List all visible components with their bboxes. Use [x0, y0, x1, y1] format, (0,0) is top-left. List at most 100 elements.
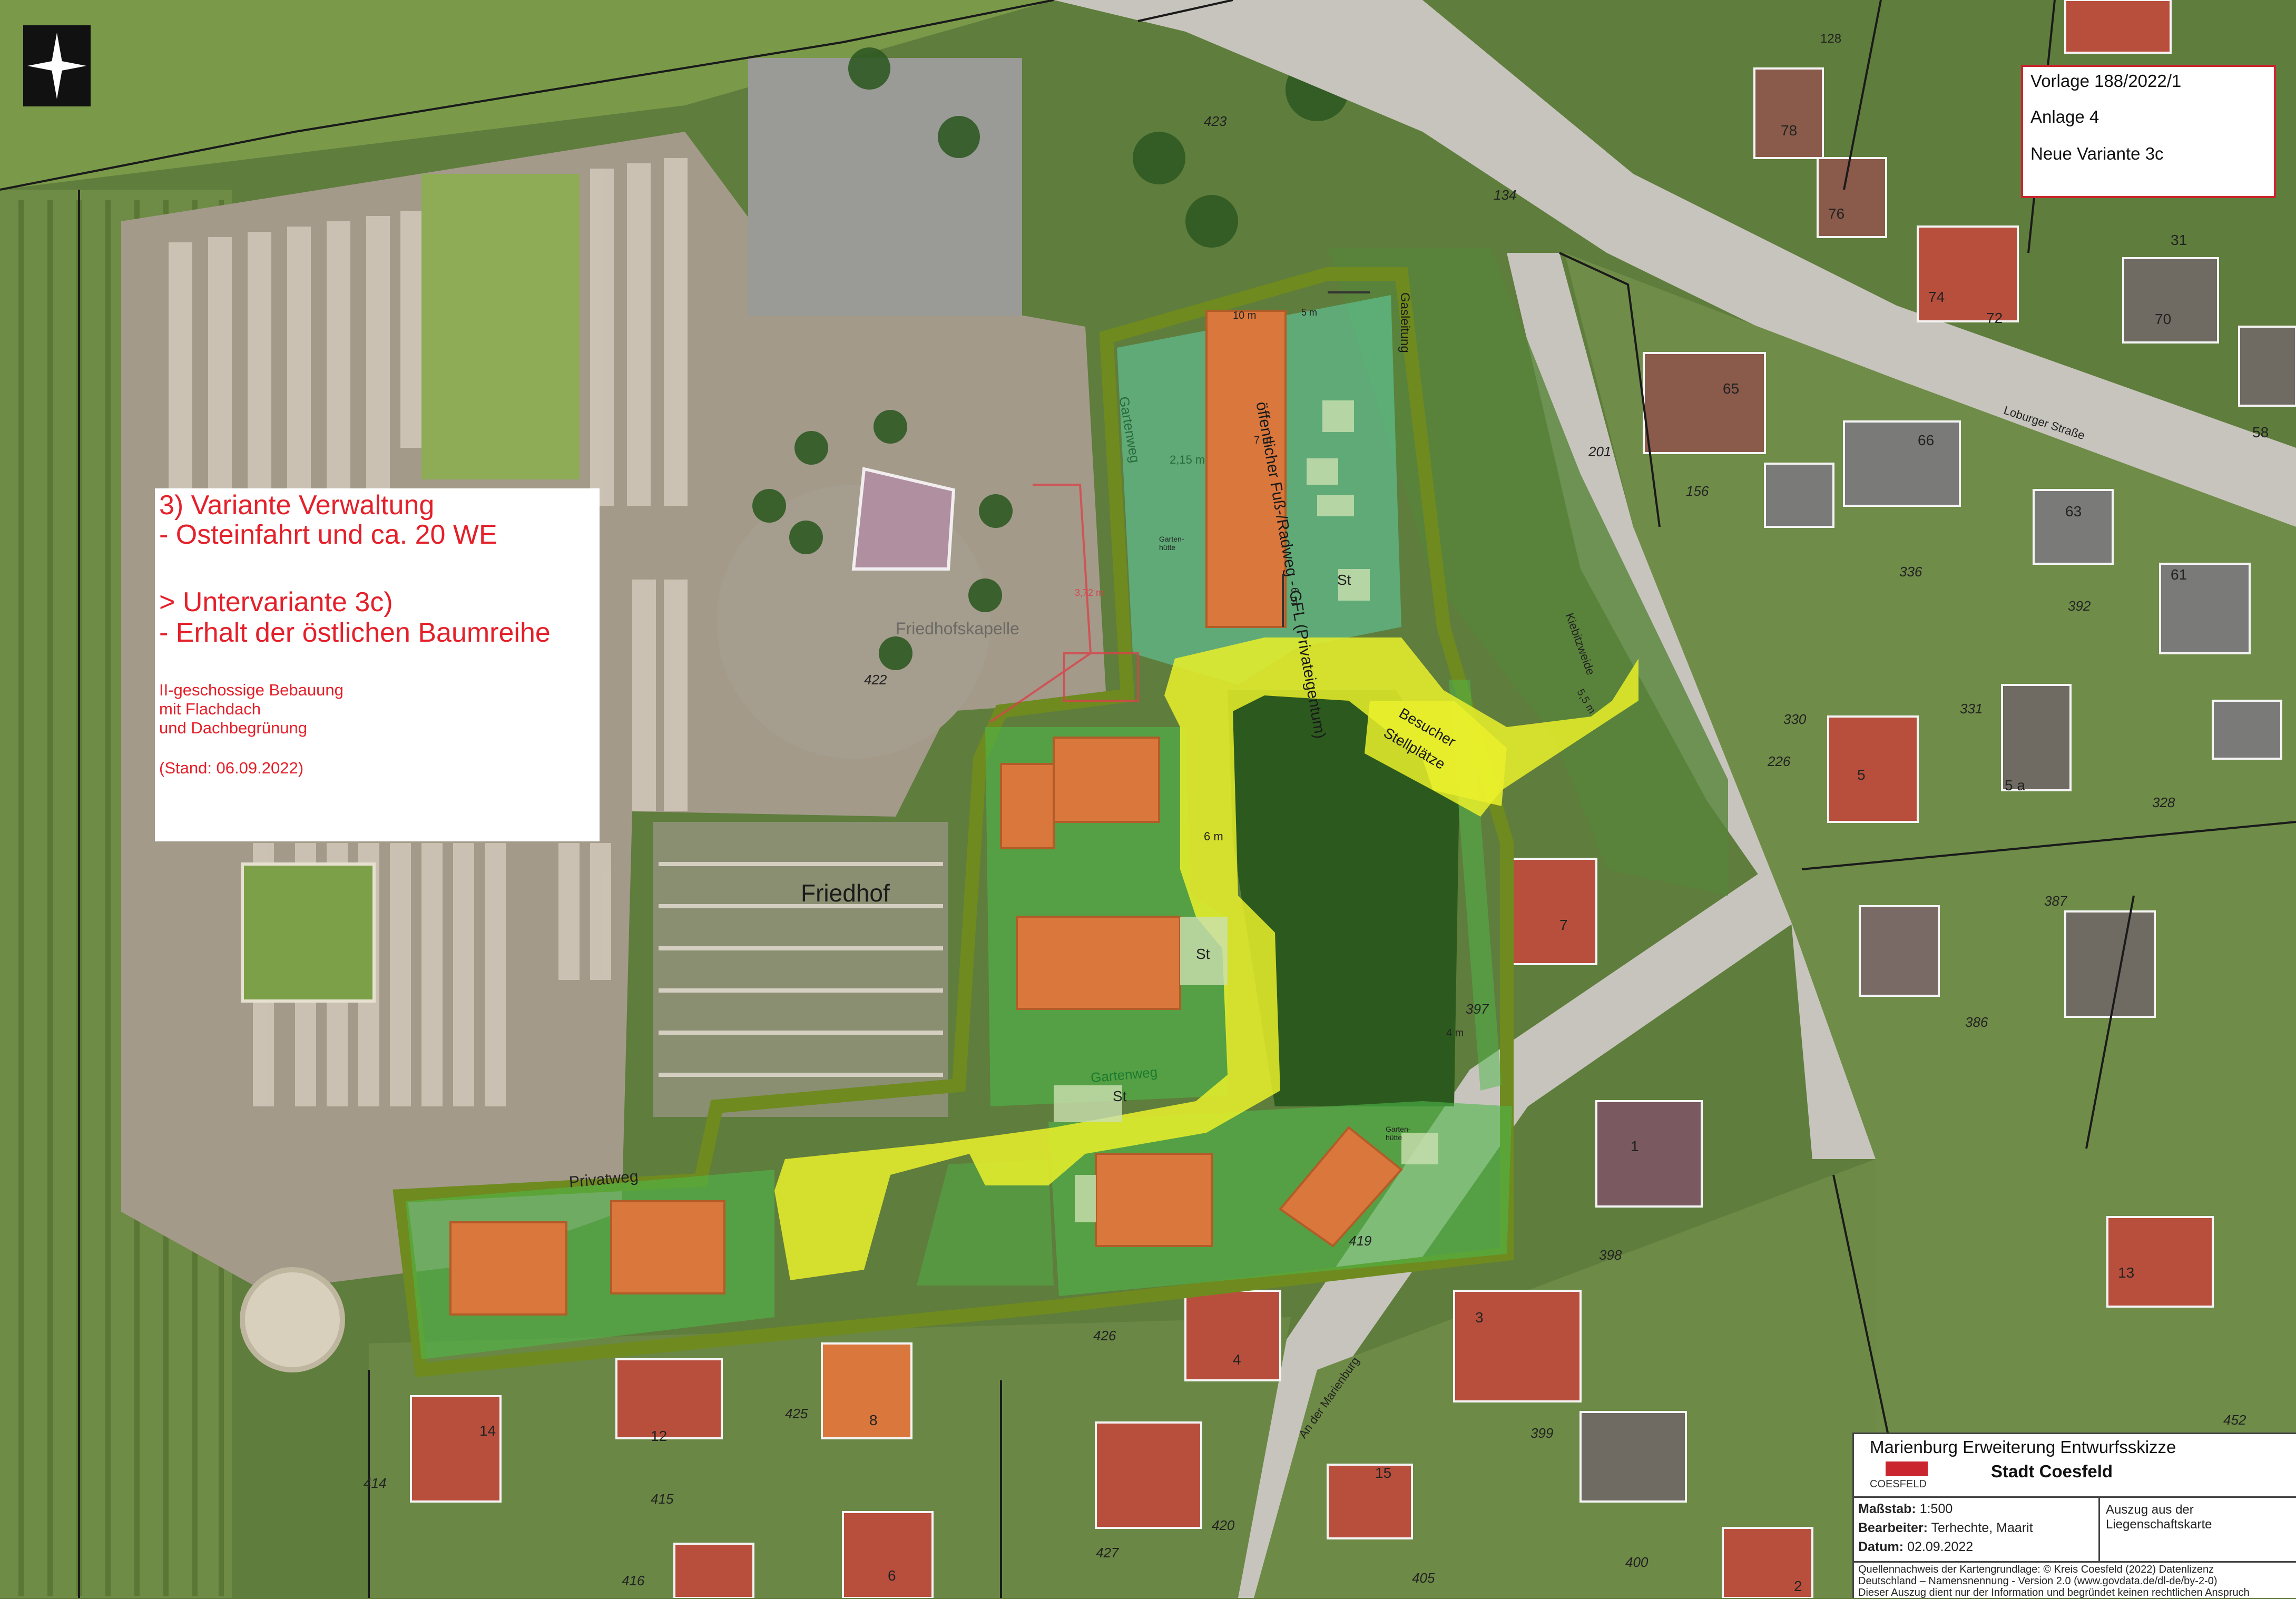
city-logo: COESFELD — [1870, 1461, 1949, 1493]
parcel-number: 74 — [1928, 289, 1945, 305]
parcel-number: 336 — [1899, 564, 1922, 580]
parcel-number: 416 — [622, 1573, 645, 1588]
parcel-number: 330 — [1783, 711, 1807, 727]
parcel-number: 422 — [864, 672, 887, 688]
parcel-number: 63 — [2065, 503, 2082, 519]
dim-372m: 3,72 m — [1075, 587, 1104, 598]
datum-row: Datum: 02.09.2022 — [1858, 1539, 1974, 1554]
parcel-number: 1 — [1631, 1138, 1639, 1154]
dim-6m-a: 6 m — [1289, 587, 1301, 605]
source-line-1: Quellennachweis der Kartengrundlage: © K… — [1858, 1564, 2214, 1575]
variant-subtitle: - Osteinfahrt und ca. 20 WE — [159, 519, 497, 550]
parcel-number: 2 — [1794, 1578, 1802, 1594]
dim-10m: 10 m — [1233, 310, 1257, 321]
parcel-number: 58 — [2252, 424, 2269, 440]
parcel-number: 400 — [1625, 1554, 1649, 1570]
parcel-number: 5 — [1857, 767, 1866, 783]
parcel-number: 134 — [1494, 187, 1517, 203]
parcel-number: 61 — [2171, 566, 2187, 583]
parcel-number: 423 — [1204, 113, 1227, 129]
building-c — [1095, 1153, 1213, 1247]
variant-label: Neue Variante 3c — [2030, 144, 2164, 163]
proposed-buildings — [449, 310, 1403, 1316]
parcel-number: 70 — [2155, 311, 2172, 327]
vorlage-box: Vorlage 188/2022/1 Anlage 4 Neue Variant… — [2021, 65, 2276, 198]
parcel-number: 387 — [2044, 893, 2067, 909]
parcel-number: 76 — [1828, 205, 1845, 222]
parcel-number: 397 — [1466, 1001, 1489, 1017]
parcel-number: 66 — [1918, 432, 1935, 448]
building-a2 — [1053, 737, 1160, 823]
parcel-number: 13 — [2118, 1264, 2135, 1281]
parcel-number: 78 — [1781, 122, 1798, 139]
st-label-3: St — [1113, 1088, 1127, 1104]
chapel-building — [851, 467, 956, 571]
parcel-number: 419 — [1349, 1233, 1372, 1249]
massstab-row: Maßstab: 1:500 — [1858, 1502, 1953, 1516]
title-block: Marienburg Erweiterung Entwurfsskizze CO… — [1852, 1433, 2296, 1598]
dim-7m: 7 m — [1254, 435, 1272, 446]
visitor-parking — [1365, 701, 1507, 806]
parcel-number: 8 — [869, 1412, 878, 1428]
friedhof-label: Friedhof — [801, 879, 890, 907]
building-a1 — [1000, 763, 1055, 849]
st-label-1: St — [1337, 572, 1351, 588]
parcel-number: 405 — [1412, 1570, 1435, 1586]
building-note-3: und Dachbegrünung — [159, 719, 307, 737]
north-arrow-icon — [23, 25, 91, 106]
building-e — [449, 1221, 567, 1316]
building-note-2: mit Flachdach — [159, 700, 261, 718]
garten-huette-2: Garten-hütte — [1386, 1125, 1411, 1142]
gasleitung-label: Gasleitung — [1398, 292, 1412, 353]
parcel-number: 420 — [1212, 1517, 1235, 1533]
tree-row — [1228, 690, 1459, 1106]
parking-lot — [748, 58, 1022, 316]
bearbeiter-row: Bearbeiter: Terhechte, Maarit — [1858, 1520, 2033, 1535]
stand-date: (Stand: 06.09.2022) — [159, 759, 304, 777]
source-line-2: Deutschland – Namensnennung - Version 2.… — [1858, 1575, 2217, 1587]
building-b — [1016, 916, 1181, 1010]
dim-215m: 2,15 m — [1170, 453, 1205, 466]
project-title: Marienburg Erweiterung Entwurfsskizze — [1870, 1437, 2176, 1457]
variant-description-box: 3) Variante Verwaltung - Osteinfahrt und… — [155, 488, 600, 841]
legend-divider-2 — [1854, 1561, 2296, 1563]
parcel-number: 425 — [785, 1406, 808, 1421]
parcel-number: 386 — [1965, 1014, 1988, 1030]
parcel-number: 399 — [1530, 1425, 1554, 1441]
parcel-number: 65 — [1723, 380, 1740, 397]
parcel-number: 426 — [1093, 1328, 1116, 1343]
parcel-number: 331 — [1960, 701, 1983, 717]
parcel-number: 3 — [1475, 1309, 1484, 1326]
parcel-number: 415 — [651, 1491, 674, 1507]
building-north-row — [1205, 310, 1287, 628]
source-line-3: Dieser Auszug dient nur der Information … — [1858, 1587, 2250, 1598]
legend-divider — [1854, 1496, 2296, 1498]
parcel-number: 328 — [2152, 794, 2175, 810]
legend-vdivider — [2098, 1498, 2100, 1561]
parcel-number: 201 — [1588, 444, 1612, 459]
coat-of-arms-icon — [1886, 1461, 1928, 1476]
dim-5m: 5 m — [1301, 307, 1318, 318]
parcel-number: 72 — [1986, 310, 2003, 326]
parcel-number: 398 — [1599, 1247, 1622, 1263]
parcel-number: 392 — [2068, 598, 2091, 614]
access-road — [774, 637, 1638, 1280]
parcel-number: 452 — [2223, 1412, 2246, 1428]
loburger-road — [1054, 0, 2296, 527]
building-d — [1279, 1126, 1403, 1248]
parcel-number: 226 — [1768, 753, 1791, 769]
parcel-number: 15 — [1375, 1465, 1392, 1481]
garten-huette-1: Garten-hütte — [1159, 535, 1184, 552]
parcel-number: 12 — [651, 1428, 668, 1444]
vorlage-number: Vorlage 188/2022/1 — [2030, 71, 2182, 91]
parcel-number: 427 — [1096, 1545, 1119, 1561]
building-f — [610, 1200, 725, 1294]
st-label-2: St — [1196, 946, 1210, 962]
dim-6m-b: 6 m — [1204, 830, 1223, 843]
parcel-number: 156 — [1686, 483, 1709, 499]
logo-text: COESFELD — [1870, 1478, 1927, 1490]
building-note-1: II-geschossige Bebauung — [159, 681, 344, 699]
parcel-number: 128 — [1820, 32, 1842, 46]
variant-title: 3) Variante Verwaltung — [159, 490, 435, 521]
